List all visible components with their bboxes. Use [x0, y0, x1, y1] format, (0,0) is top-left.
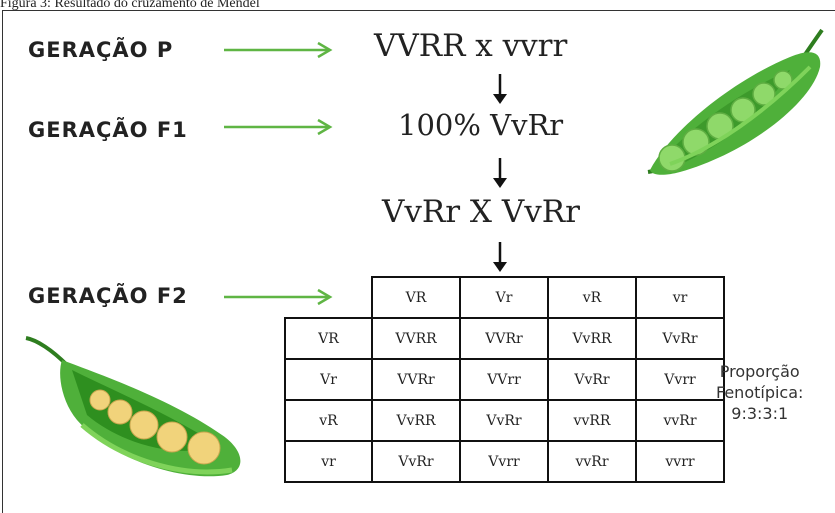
punnett-cell: VvRr [459, 399, 549, 442]
arrow-down-icon [493, 74, 507, 104]
proportion-label: Fenotípica: [716, 383, 804, 402]
generation-f2-label: GERAÇÃO F2 [28, 284, 188, 308]
punnett-col-header: VR [371, 276, 461, 319]
punnett-cell: vvRR [547, 399, 637, 442]
green-pea-pod-icon [647, 28, 824, 175]
punnett-square: VR Vr vR vr VR VVRR VVRr VvRR VvRr Vr VV… [284, 276, 725, 483]
punnett-col-header: vR [547, 276, 637, 319]
generation-p-label: GERAÇÃO P [28, 38, 174, 62]
punnett-cell: VvRR [371, 399, 461, 442]
punnett-row-header: vr [284, 440, 373, 483]
proportion-label: Proporção [719, 362, 800, 381]
f1-cross: VvRr X VvRr [382, 194, 580, 230]
figure-frame [2, 10, 835, 513]
punnett-row-header: VR [284, 317, 373, 360]
arrow-down-icon [493, 242, 507, 272]
yellow-pea-pod-icon [25, 336, 241, 477]
punnett-row-header: Vr [284, 358, 373, 401]
arrow-down-icon [493, 158, 507, 188]
f1-result: 100% VvRr [398, 108, 564, 142]
punnett-row: vR VvRR VvRr vvRR vvRr [284, 399, 725, 442]
figure-caption: Figura 3: Resultado do cruzamento de Men… [0, 0, 260, 11]
arrow-right-icon [224, 41, 333, 59]
punnett-cell: vvRr [635, 399, 725, 442]
punnett-cell: VVrr [459, 358, 549, 401]
punnett-row-header: vR [284, 399, 373, 442]
punnett-corner [285, 277, 372, 318]
proportion-ratio: 9:3:3:1 [731, 404, 789, 423]
arrow-right-icon [224, 118, 333, 136]
punnett-cell: VvRr [371, 440, 461, 483]
punnett-row: VR VVRR VVRr VvRR VvRr [284, 317, 725, 360]
punnett-cell: VvRr [635, 317, 725, 360]
punnett-cell: Vvrr [635, 358, 725, 401]
punnett-cell: vvRr [547, 440, 637, 483]
parental-cross: VVRR x vvrr [374, 28, 568, 64]
generation-f1-label: GERAÇÃO F1 [28, 118, 188, 142]
punnett-col-header: vr [635, 276, 725, 319]
punnett-cell: VvRr [547, 358, 637, 401]
punnett-cell: VvRR [547, 317, 637, 360]
phenotypic-proportion: Proporção Fenotípica: 9:3:3:1 [716, 361, 803, 424]
punnett-cell: VVRr [371, 358, 461, 401]
punnett-cell: vvrr [635, 440, 725, 483]
punnett-cell: VVRr [459, 317, 549, 360]
arrow-right-icon [224, 288, 333, 306]
punnett-row: vr VvRr Vvrr vvRr vvrr [284, 440, 725, 483]
punnett-cell: Vvrr [459, 440, 549, 483]
punnett-col-header: Vr [459, 276, 549, 319]
punnett-row: Vr VVRr VVrr VvRr Vvrr [284, 358, 725, 401]
punnett-cell: VVRR [371, 317, 461, 360]
